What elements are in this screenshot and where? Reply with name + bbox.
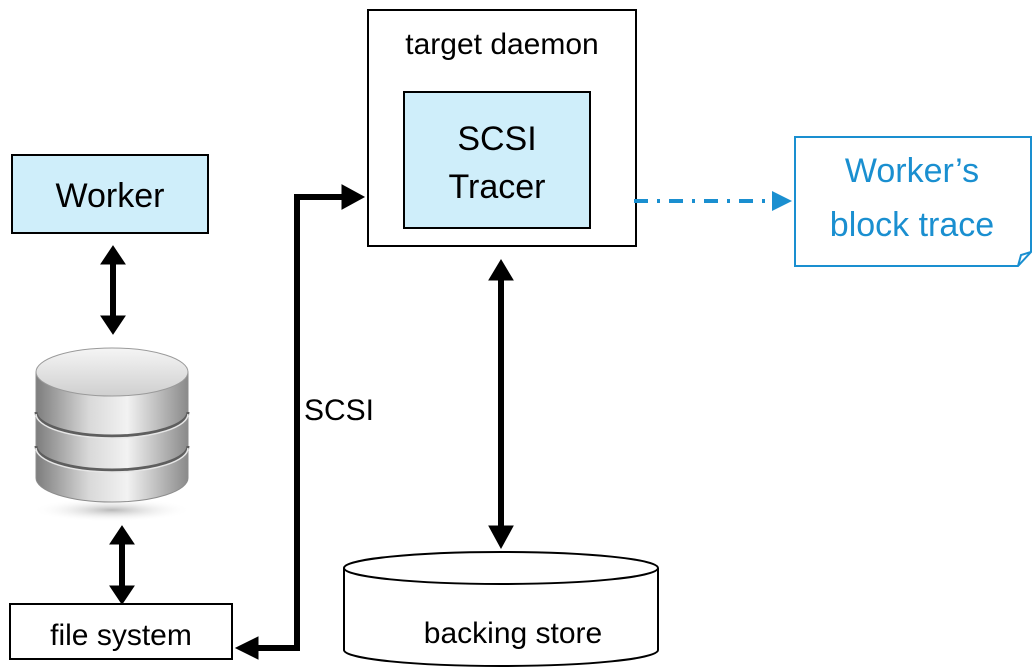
filesystem-label: file system (50, 619, 192, 652)
backing-store-node: backing store (343, 551, 659, 667)
block-trace-line2: block trace (830, 206, 994, 244)
scsi-tracer-line1: SCSI (457, 120, 536, 158)
database-icon (32, 347, 192, 522)
trace-output-arrow (634, 191, 792, 211)
scsi-tracer-line2: Tracer (449, 168, 546, 206)
scsi-tracer-box (403, 91, 591, 229)
scsi-label: SCSI (304, 394, 374, 427)
backing-store-label: backing store (424, 617, 602, 650)
worker-box (11, 154, 209, 234)
daemon-backing-arrow (488, 259, 514, 550)
worker-label: Worker (56, 177, 165, 215)
block-trace-line1: Worker’s (845, 152, 979, 190)
target-daemon-node: target daemon SCSI Tracer (367, 9, 637, 247)
filesystem-node: file system (9, 603, 233, 660)
worker-disk-arrow (100, 245, 126, 335)
worker-node: Worker (11, 154, 209, 234)
scsi-connector-arrow (234, 184, 366, 660)
block-trace-note: Worker’s block trace (794, 136, 1032, 267)
disk-filesystem-arrow (109, 525, 135, 605)
filesystem-box (9, 603, 233, 660)
target-daemon-label: target daemon (405, 28, 598, 61)
